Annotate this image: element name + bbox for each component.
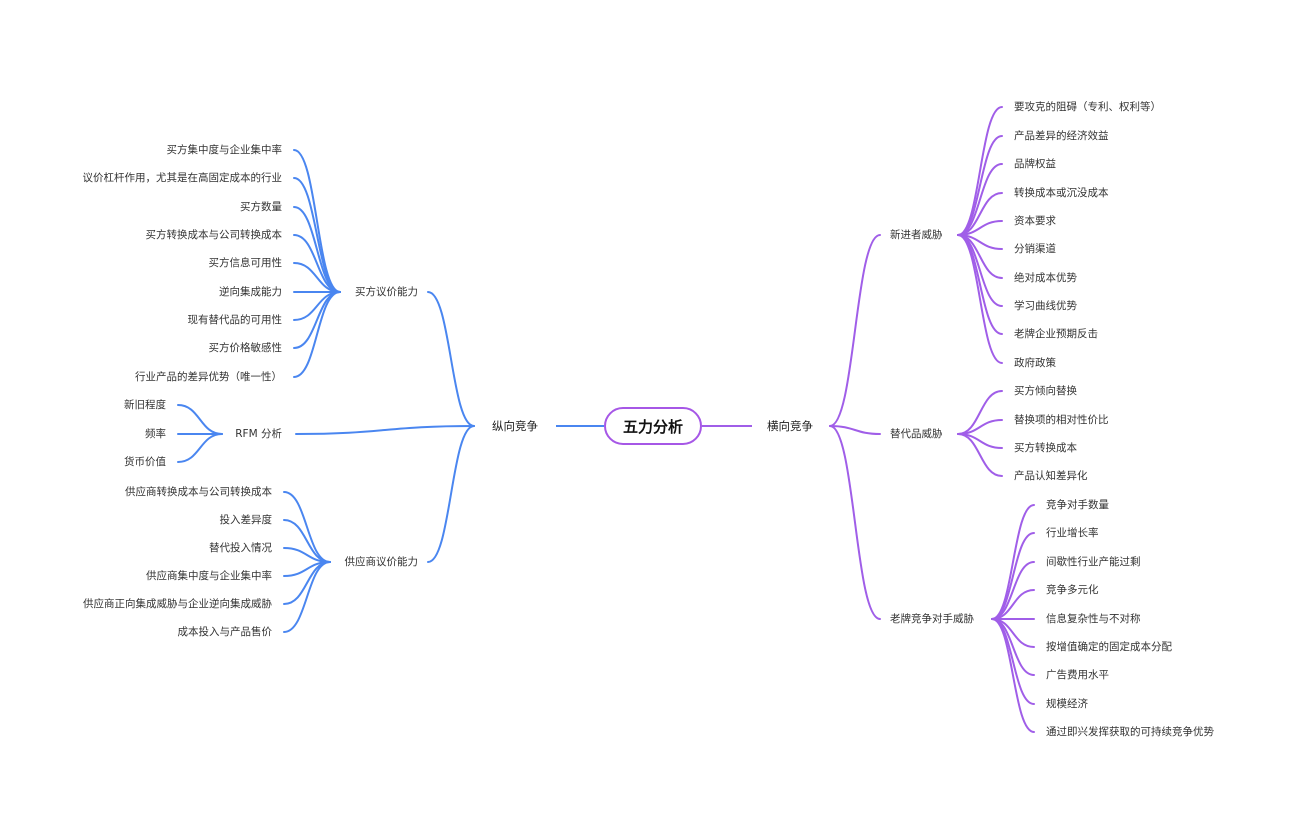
rivals-item[interactable]: 行业增长率 <box>1046 527 1099 539</box>
supplier-item[interactable]: 供应商集中度与企业集中率 <box>146 570 272 582</box>
buyer-item[interactable]: 买方价格敏感性 <box>208 342 283 354</box>
link-rfm <box>295 425 475 435</box>
link-entrants <box>829 234 881 427</box>
entrants-item[interactable]: 学习曲线优势 <box>1014 300 1077 312</box>
node-new-entrants[interactable]: 新进者威胁 <box>890 229 943 241</box>
substitutes-item[interactable]: 产品认知差异化 <box>1014 470 1088 482</box>
link-entrants-item <box>957 234 1003 364</box>
link-rivals-item <box>991 618 1035 733</box>
link-entrants-item <box>957 234 1003 335</box>
rivals-item[interactable]: 竞争对手数量 <box>1046 499 1109 511</box>
link-rivals-item <box>991 532 1035 620</box>
link-buyer-item <box>293 149 341 293</box>
supplier-item[interactable]: 供应商正向集成威胁与企业逆向集成威胁 <box>83 598 272 610</box>
supplier-item[interactable]: 成本投入与产品售价 <box>177 626 273 638</box>
rivals-item[interactable]: 通过即兴发挥获取的可持续竞争优势 <box>1046 726 1214 738</box>
buyer-item[interactable]: 行业产品的差异优势（唯一性） <box>135 371 282 383</box>
entrants-item[interactable]: 政府政策 <box>1014 357 1056 369</box>
buyer-item[interactable]: 买方集中度与企业集中率 <box>166 144 283 156</box>
buyer-item[interactable]: 买方数量 <box>240 201 282 213</box>
substitutes-item[interactable]: 买方倾向替换 <box>1014 385 1077 397</box>
entrants-item[interactable]: 转换成本或沉没成本 <box>1014 187 1109 199</box>
buyer-item[interactable]: 买方信息可用性 <box>208 257 283 269</box>
node-substitutes[interactable]: 替代品威胁 <box>890 428 943 440</box>
rivals-item[interactable]: 信息复杂性与不对称 <box>1046 613 1141 625</box>
link-rfm-item <box>177 404 223 435</box>
link-supplier <box>427 425 475 563</box>
supplier-item[interactable]: 替代投入情况 <box>209 542 272 554</box>
rfm-item[interactable]: 货币价值 <box>124 456 166 468</box>
link-buyer-item <box>293 177 341 293</box>
buyer-item[interactable]: 逆向集成能力 <box>219 286 282 298</box>
rivals-item[interactable]: 按增值确定的固定成本分配 <box>1046 641 1172 653</box>
buyer-item[interactable]: 买方转换成本与公司转换成本 <box>145 229 283 241</box>
substitutes-item[interactable]: 买方转换成本 <box>1014 442 1077 454</box>
link-buyer <box>427 291 475 427</box>
entrants-item[interactable]: 品牌权益 <box>1014 158 1056 170</box>
rfm-item[interactable]: 频率 <box>145 428 166 440</box>
entrants-item[interactable]: 要攻克的阻碍（专利、权利等） <box>1014 101 1161 113</box>
link-supplier-item <box>283 561 331 633</box>
link-substitutes <box>829 425 881 435</box>
link-buyer-item <box>293 291 341 378</box>
link-rivals <box>829 425 881 620</box>
node-supplier-power[interactable]: 供应商议价能力 <box>344 556 419 568</box>
entrants-item[interactable]: 绝对成本优势 <box>1014 272 1077 284</box>
node-buyer-power[interactable]: 买方议价能力 <box>355 286 418 298</box>
link-rivals-item <box>991 504 1035 620</box>
link-rfm-item <box>177 433 223 463</box>
entrants-item[interactable]: 老牌企业预期反击 <box>1014 328 1098 340</box>
rivals-item[interactable]: 广告费用水平 <box>1046 669 1109 681</box>
supplier-item[interactable]: 投入差异度 <box>219 514 273 526</box>
supplier-item[interactable]: 供应商转换成本与公司转换成本 <box>125 486 272 498</box>
buyer-item[interactable]: 议价杠杆作用，尤其是在高固定成本的行业 <box>82 172 283 184</box>
rivals-item[interactable]: 规模经济 <box>1046 698 1088 710</box>
link-supplier-item <box>283 491 331 563</box>
link-buyer-item <box>293 206 341 293</box>
entrants-item[interactable]: 分销渠道 <box>1014 243 1056 255</box>
buyer-item[interactable]: 现有替代品的可用性 <box>187 314 283 326</box>
root-node-label: 五力分析 <box>622 417 683 436</box>
substitutes-item[interactable]: 替换项的相对性价比 <box>1014 414 1109 426</box>
entrants-item[interactable]: 资本要求 <box>1014 215 1056 227</box>
branch-horizontal-competition[interactable]: 横向竞争 <box>767 419 813 433</box>
link-substitutes-item <box>957 433 1003 477</box>
node-rfm[interactable]: RFM 分析 <box>235 428 282 440</box>
link-entrants-item <box>957 135 1003 236</box>
rivals-item[interactable]: 竞争多元化 <box>1046 584 1099 596</box>
rivals-item[interactable]: 间歇性行业产能过剩 <box>1046 556 1141 568</box>
rfm-item[interactable]: 新旧程度 <box>124 399 166 411</box>
root-node[interactable]: 五力分析 <box>604 407 702 445</box>
node-rivals[interactable]: 老牌竞争对手威胁 <box>890 613 974 625</box>
entrants-item[interactable]: 产品差异的经济效益 <box>1014 130 1109 142</box>
branch-vertical-competition[interactable]: 纵向竞争 <box>492 419 538 433</box>
